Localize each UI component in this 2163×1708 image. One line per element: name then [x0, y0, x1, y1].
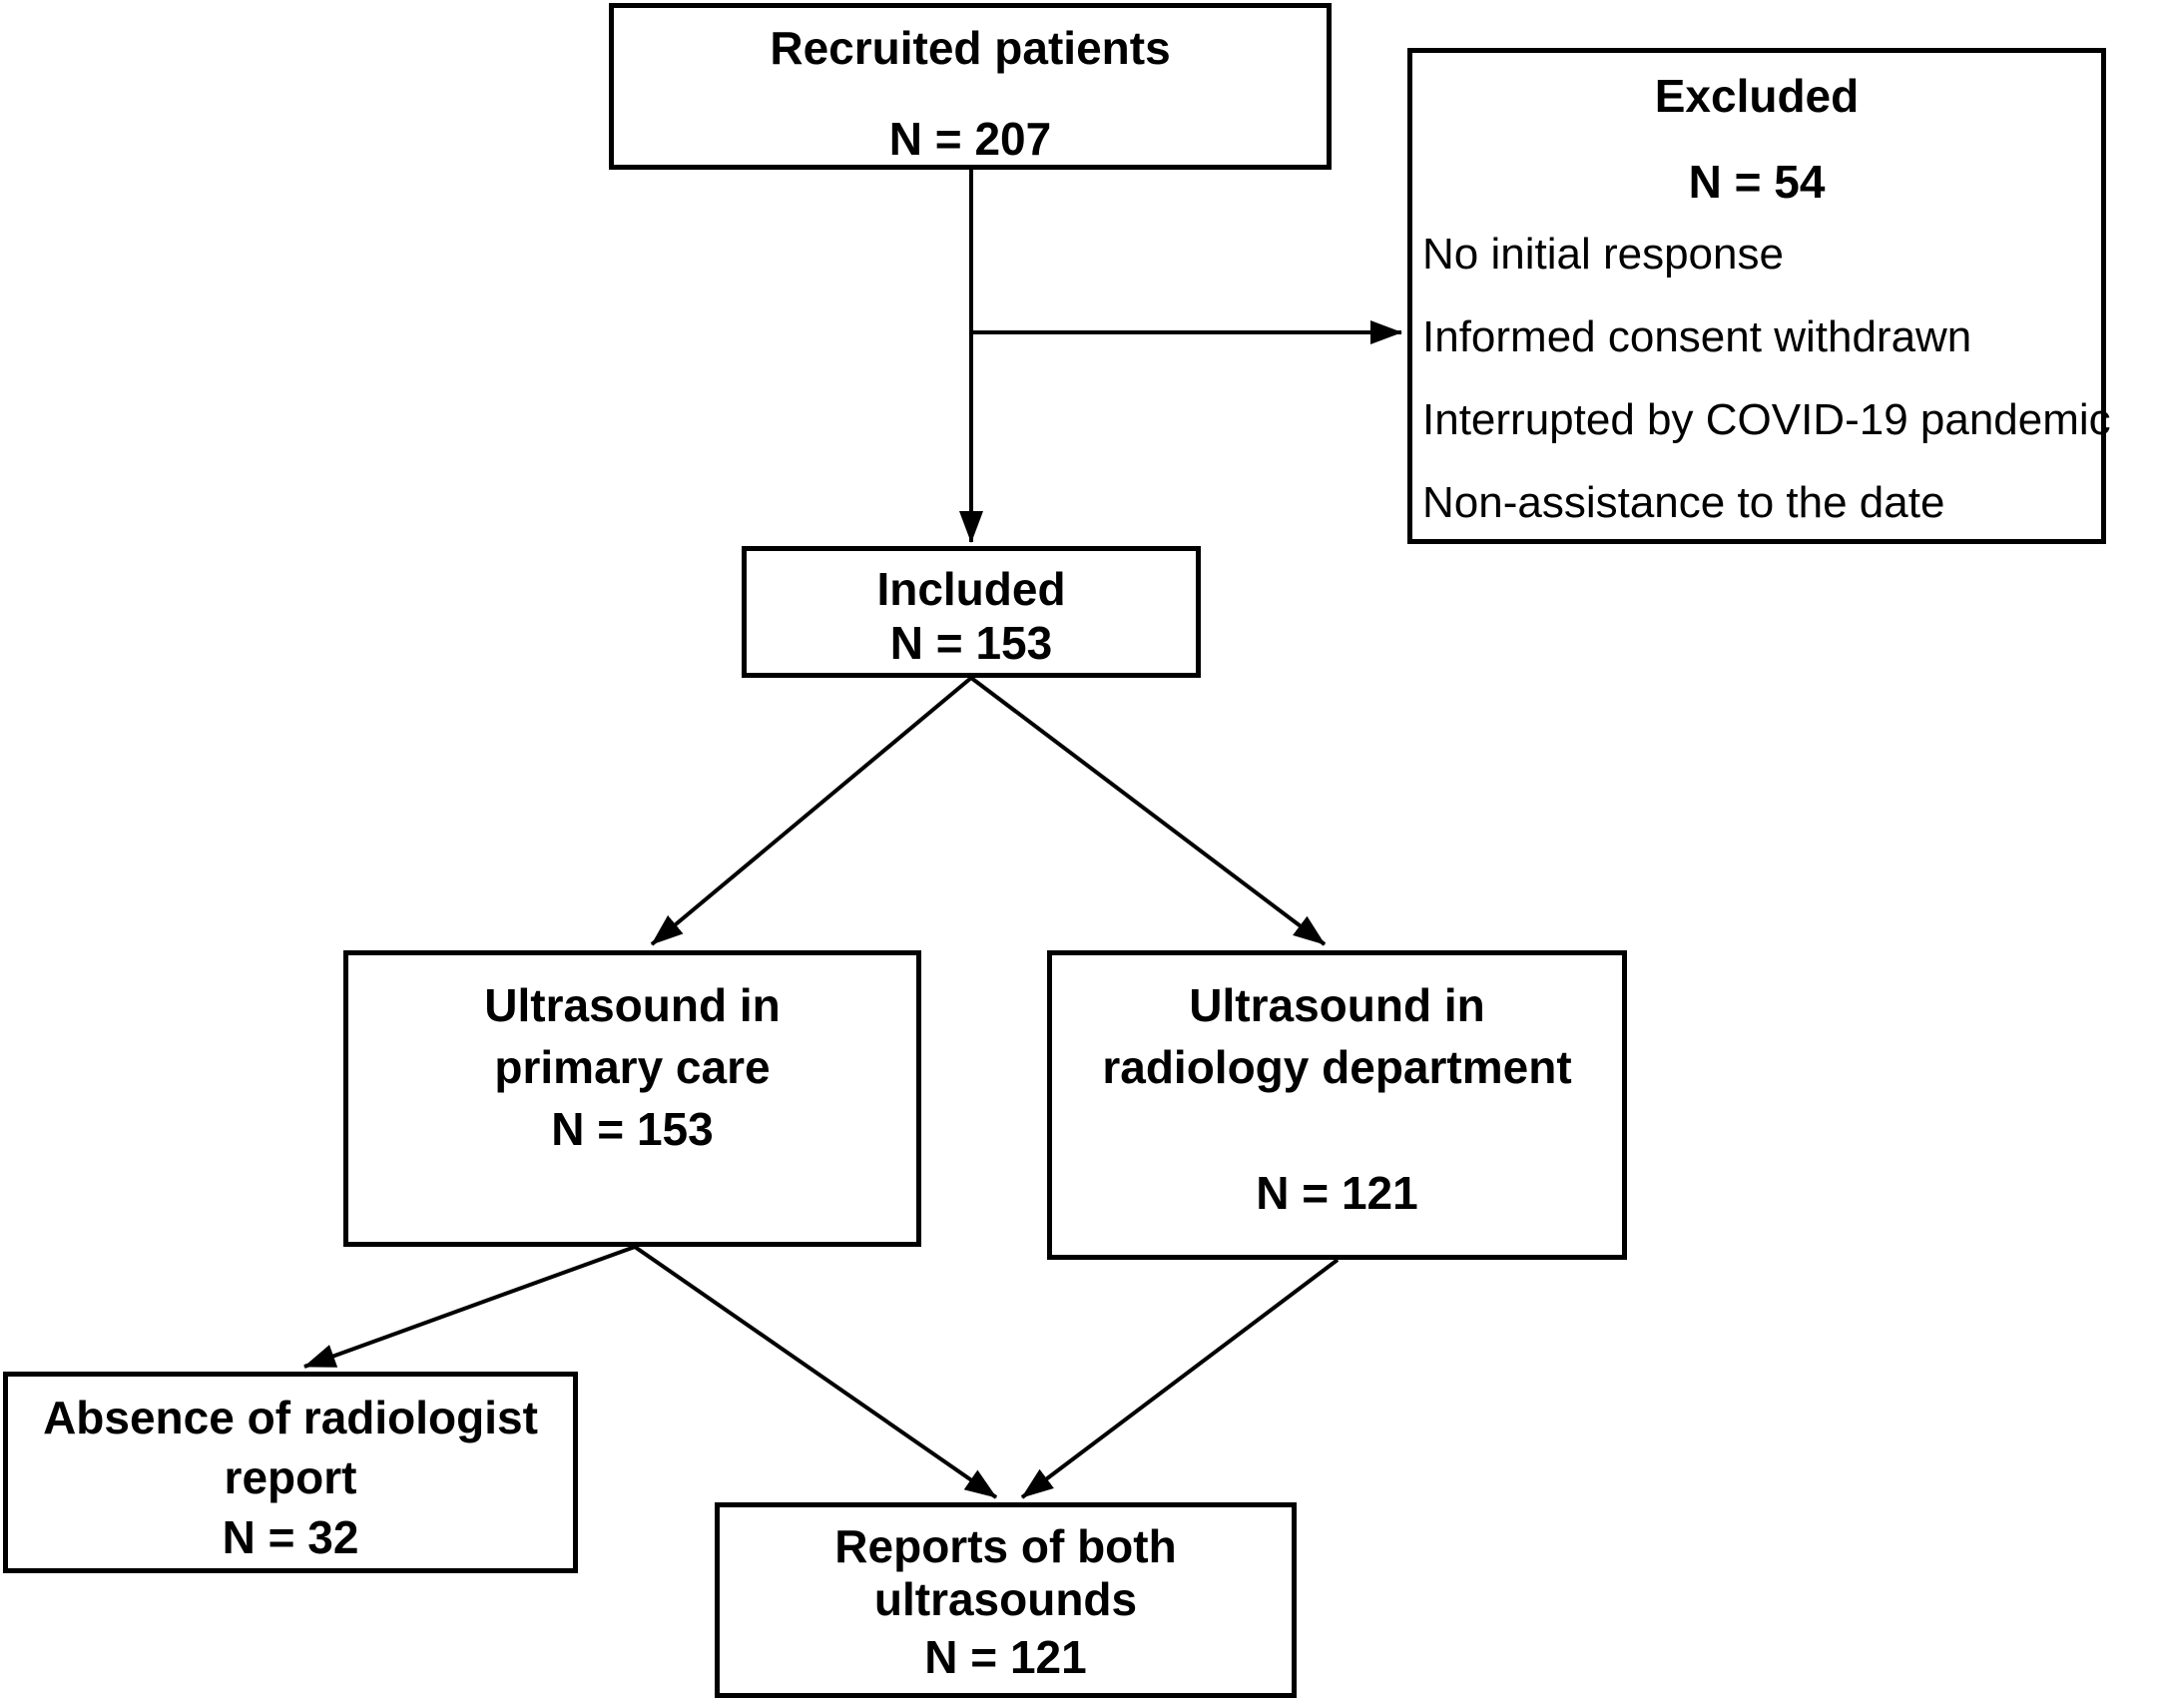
arrow-radiology-to-both-reports: [1020, 1258, 1340, 1499]
excluded-reason: Non-assistance to the date: [1422, 478, 1945, 527]
box-absence-of-report: Absence of radiologist report N = 32: [3, 1372, 578, 1573]
radiology-title-line1: Ultrasound in: [1189, 979, 1485, 1031]
primary-care-title-line1: Ultrasound in: [484, 979, 781, 1031]
excluded-reason-list: No initial response Informed consent wit…: [1412, 229, 2111, 529]
no-report-title-line1: Absence of radiologist: [43, 1392, 538, 1443]
radiology-count: N = 121: [1256, 1167, 1418, 1219]
both-reports-title-line1: Reports of both: [834, 1520, 1177, 1572]
box-ultrasound-primary-care: Ultrasound in primary care N = 153: [343, 950, 921, 1247]
box-reports-of-both: Reports of both ultrasounds N = 121: [715, 1502, 1297, 1698]
excluded-reason: No initial response: [1422, 230, 1784, 279]
recruited-count: N = 207: [888, 113, 1052, 165]
primary-care-count: N = 153: [551, 1103, 714, 1155]
both-reports-count: N = 121: [924, 1631, 1087, 1683]
included-count: N = 153: [889, 617, 1053, 669]
arrow-included-to-primary-care: [650, 676, 973, 946]
box-included: Included N = 153: [742, 546, 1201, 678]
box-excluded: Excluded N = 54 No initial response Info…: [1407, 48, 2111, 544]
arrow-primary-care-to-both-reports: [633, 1245, 998, 1499]
recruited-title: Recruited patients: [770, 22, 1171, 74]
arrow-primary-care-to-no-report: [303, 1245, 636, 1369]
box-ultrasound-radiology: Ultrasound in radiology department N = 1…: [1047, 950, 1627, 1260]
no-report-count: N = 32: [222, 1511, 359, 1563]
arrow-included-to-radiology: [969, 676, 1327, 946]
primary-care-title-line2: primary care: [494, 1041, 771, 1093]
box-recruited-patients: Recruited patients N = 207: [609, 3, 1332, 170]
no-report-title-line2: report: [224, 1451, 357, 1503]
both-reports-title-line2: ultrasounds: [873, 1573, 1138, 1625]
excluded-reason: Informed consent withdrawn: [1422, 312, 1972, 361]
radiology-title-line2: radiology department: [1102, 1041, 1572, 1093]
excluded-reason: Interrupted by COVID-19 pandemic: [1422, 395, 2111, 444]
included-title: Included: [876, 563, 1066, 615]
excluded-count: N = 54: [1688, 156, 1826, 208]
excluded-title: Excluded: [1654, 70, 1860, 122]
